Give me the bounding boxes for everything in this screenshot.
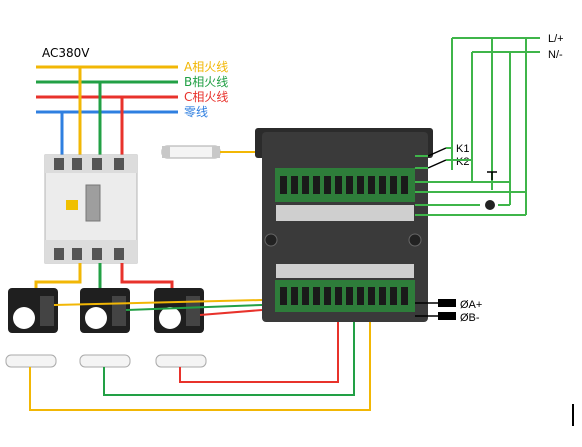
ct-a [8, 288, 58, 333]
text-cursor [572, 404, 574, 426]
indicator-lamp-icon [485, 200, 495, 210]
fuse-b [79, 354, 131, 368]
lower-terminal-label-strip [276, 264, 414, 278]
circuit-breaker [44, 154, 138, 264]
voltage-label: AC380V [42, 46, 90, 60]
fuse-c [155, 354, 207, 368]
supply-bus: AC380V A相火线 B相火线 C相火线 零线 [36, 46, 228, 119]
aux-l-label: L/+ [548, 33, 564, 45]
aux-power-bus: L/+ N/- [451, 33, 564, 215]
ct-c [154, 288, 204, 333]
fuse-top [161, 145, 221, 159]
comm-b-label: ØB- [460, 312, 480, 324]
power-meter [255, 128, 433, 322]
phase-c-label: C相火线 [184, 90, 228, 104]
comm-a-label: ØA+ [460, 299, 482, 311]
relay-k1-label: K1 [456, 143, 469, 155]
phase-a-label: A相火线 [184, 60, 228, 74]
upper-terminal-label-strip [276, 205, 414, 221]
breaker-feed-wires [60, 67, 124, 160]
voltage-sense-wires [29, 320, 371, 411]
ct-b [80, 288, 130, 333]
ct-secondary-wires [53, 299, 263, 316]
fuse-a [5, 354, 57, 368]
aux-n-label: N/- [548, 49, 563, 61]
breaker-handle [85, 184, 101, 222]
neutral-label: 零线 [184, 105, 208, 119]
comm-port-wiring: ØA+ ØB- [415, 299, 482, 324]
relay-wiring: K1 K2 [415, 143, 526, 216]
relay-k2-label: K2 [456, 156, 469, 168]
phase-b-label: B相火线 [184, 75, 228, 89]
